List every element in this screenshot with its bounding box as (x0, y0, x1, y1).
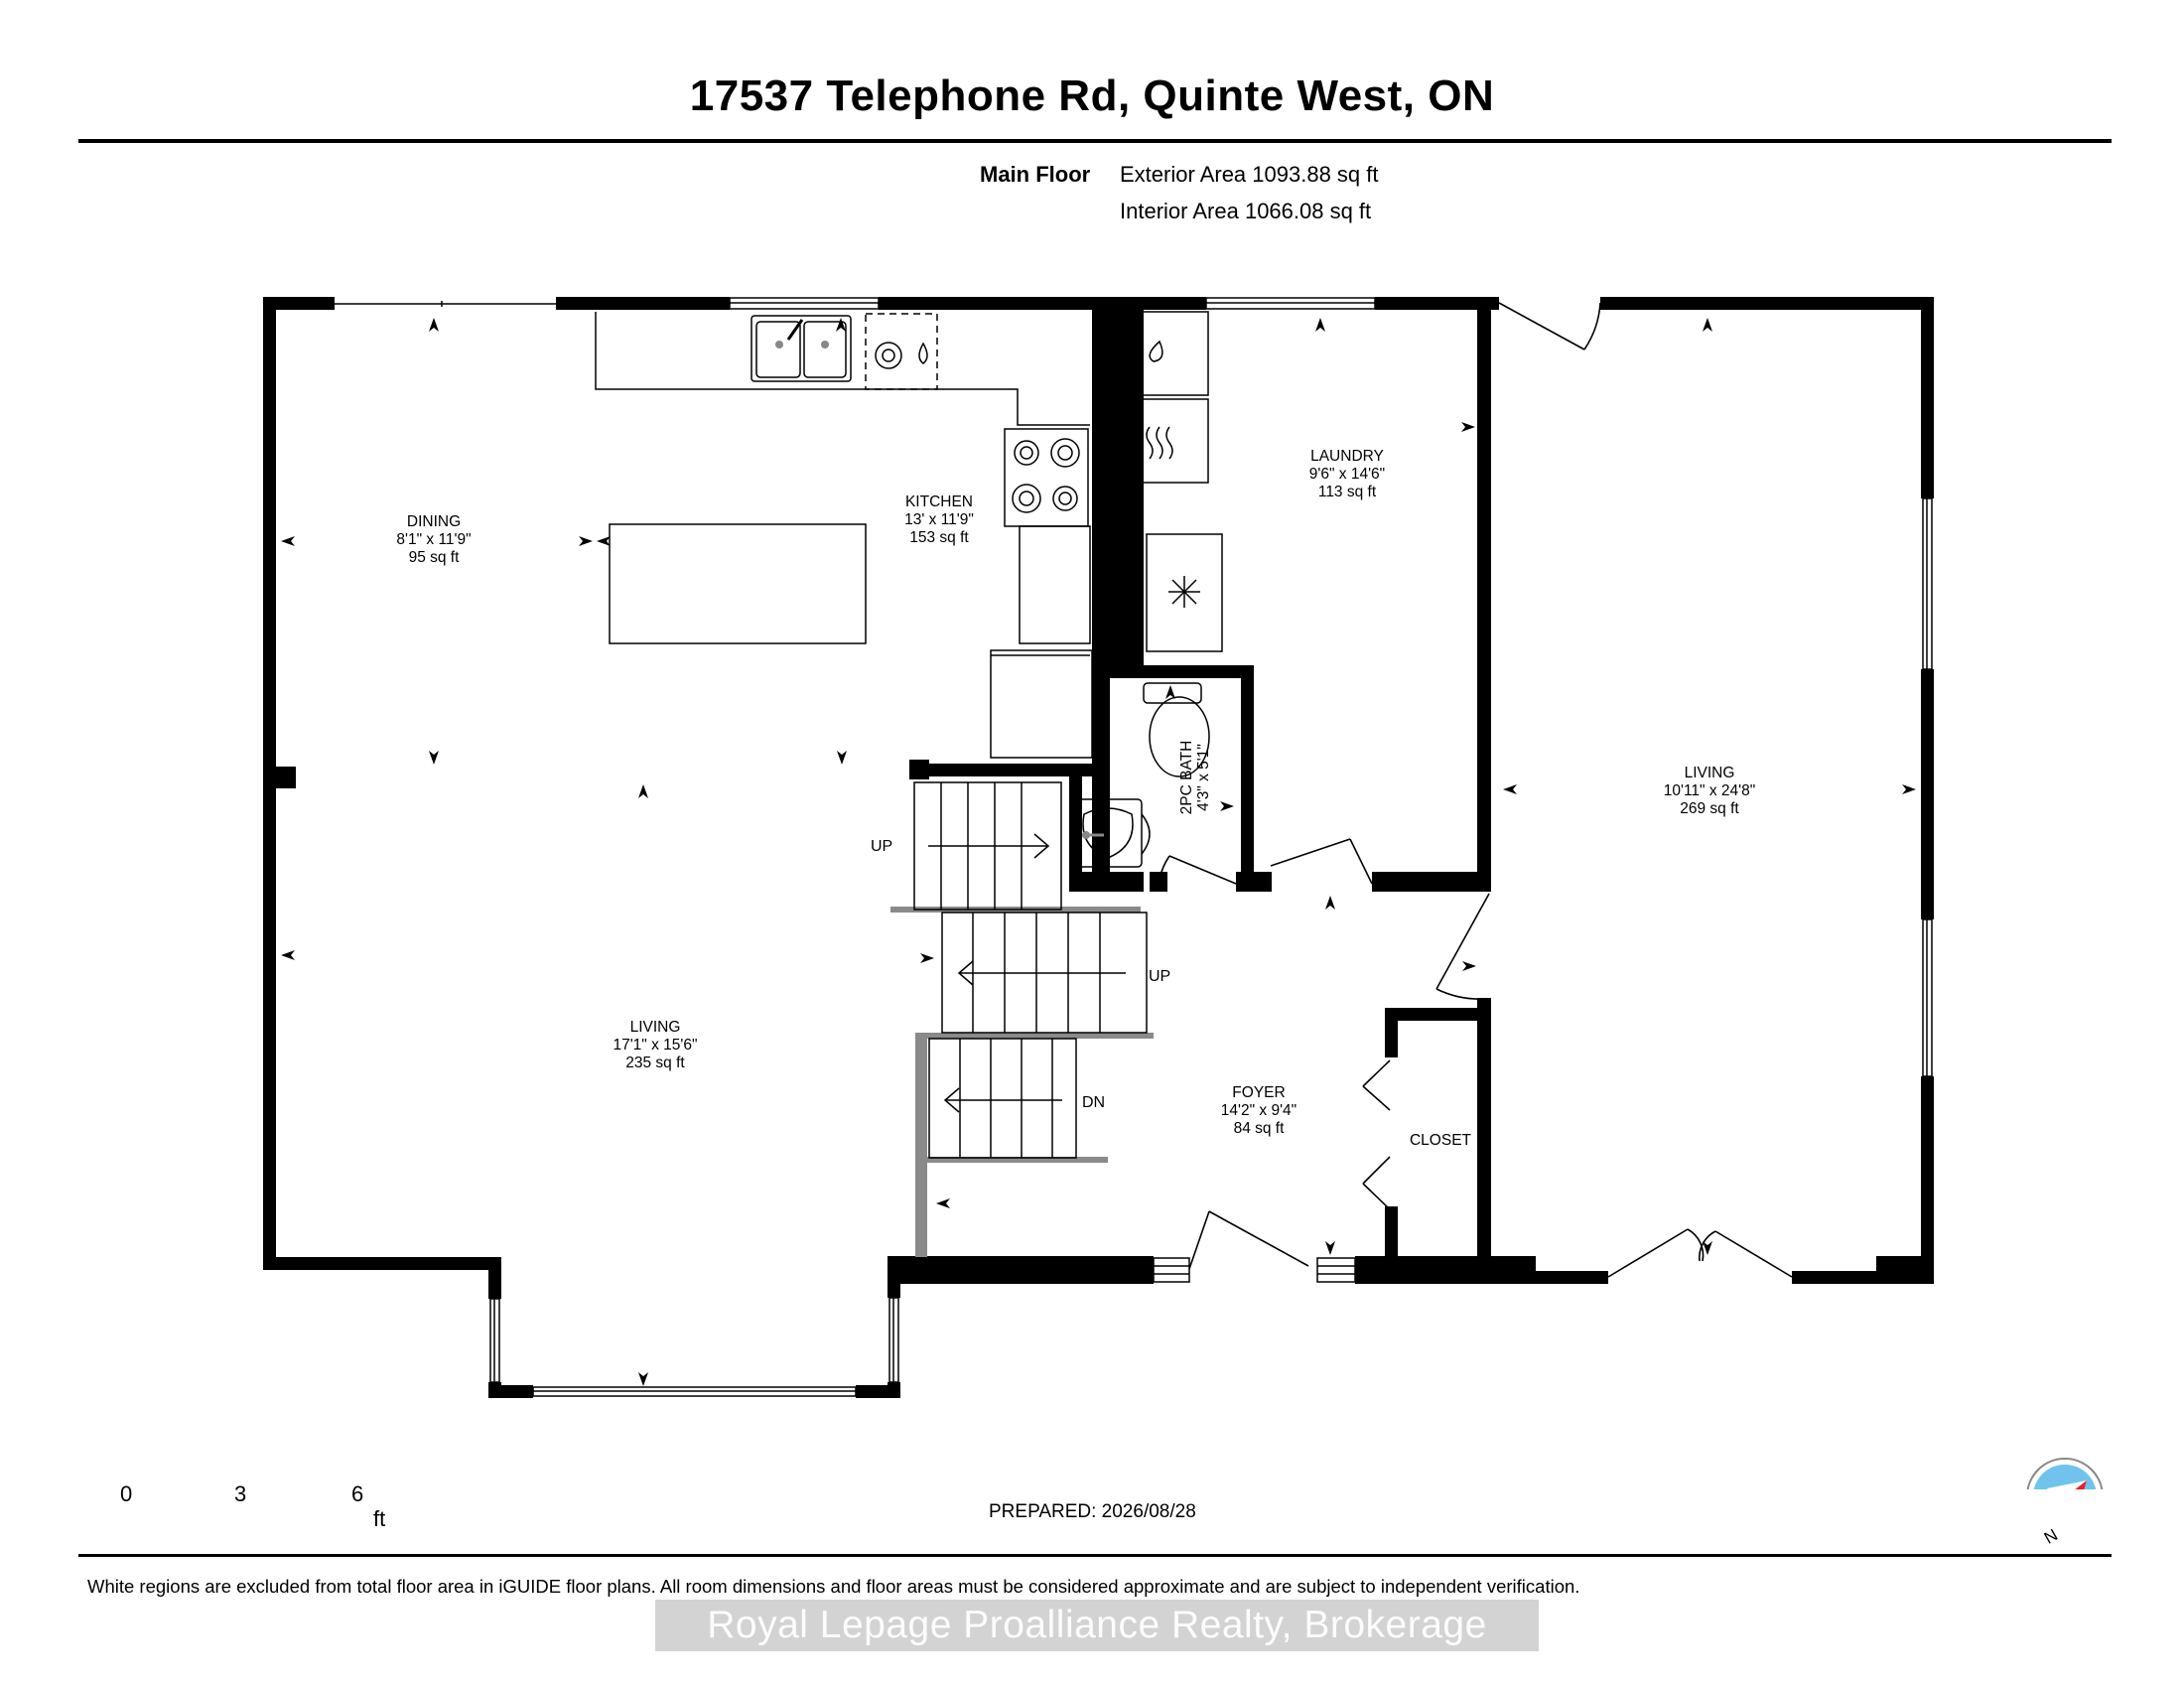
room-dims: 9'6" x 14'6" (1309, 466, 1385, 483)
kitchen-fixtures (595, 312, 1093, 759)
room-name: FOYER (1232, 1084, 1285, 1101)
stairs-up-label-2: UP (1149, 968, 1170, 985)
page-title: 17537 Telephone Rd, Quinte West, ON (689, 71, 1495, 120)
dimension-markers (281, 318, 1916, 1386)
prepared-date: PREPARED: 2026/08/28 (989, 1501, 1196, 1522)
room-living-left: LIVING 17'1" x 15'6" 235 sq ft (613, 1019, 697, 1071)
stairs-down-label: DN (1082, 1094, 1105, 1111)
windows (335, 297, 1933, 1397)
header-rule (78, 139, 2112, 143)
room-dims: 10'11" x 24'8" (1664, 782, 1755, 799)
exterior-area: Exterior Area 1093.88 sq ft (1120, 162, 1379, 187)
room-living-right: LIVING 10'11" x 24'8" 269 sq ft (1664, 765, 1755, 817)
room-name: CLOSET (1410, 1132, 1472, 1149)
stairs-upper (913, 781, 1062, 911)
room-name: LAUNDRY (1310, 448, 1384, 465)
room-area: 113 sq ft (1318, 484, 1377, 500)
laundry-fixtures (1113, 311, 1223, 652)
stairs-middle (941, 912, 1148, 1034)
disclaimer: White regions are excluded from total fl… (87, 1576, 1580, 1597)
room-name: LIVING (630, 1019, 681, 1036)
room-kitchen: KITCHEN 13' x 11'9" 153 sq ft (904, 493, 974, 546)
snowflake-icon (1168, 576, 1200, 608)
room-area: 95 sq ft (409, 549, 461, 566)
room-dims: 8'1" x 11'9" (396, 531, 471, 548)
room-laundry: LAUNDRY 9'6" x 14'6" 113 sq ft (1309, 448, 1385, 500)
stairs-lower (928, 1038, 1077, 1159)
room-name: 2PC BATH (1178, 741, 1195, 815)
interior-area: Interior Area 1066.08 sq ft (1120, 199, 1372, 223)
room-closet: CLOSET (1410, 1132, 1472, 1149)
footer-rule (78, 1554, 2112, 1557)
scale-label-6: 6 (351, 1481, 364, 1506)
room-dims: 4'3" x 5'1" (1195, 744, 1212, 811)
floor-plan: DINING 8'1" x 11'9" 95 sq ft KITCHEN 13'… (263, 297, 2104, 1489)
scale-unit: ft (373, 1506, 386, 1531)
room-dims: 17'1" x 15'6" (613, 1037, 697, 1054)
room-area: 153 sq ft (909, 529, 969, 546)
interior-walls (909, 297, 1491, 1284)
scale-label-0: 0 (120, 1481, 133, 1506)
room-name: LIVING (1685, 765, 1735, 781)
room-foyer: FOYER 14'2" x 9'4" 84 sq ft (1221, 1084, 1297, 1137)
room-area: 269 sq ft (1680, 800, 1739, 817)
room-area: 84 sq ft (1234, 1120, 1286, 1137)
floor-name: Main Floor (980, 162, 1091, 187)
bath-fixtures (1073, 682, 1210, 868)
room-area: 235 sq ft (625, 1055, 685, 1071)
watermark-text: Royal Lepage Proalliance Realty, Brokera… (707, 1604, 1487, 1646)
watermark: Royal Lepage Proalliance Realty, Brokera… (655, 1600, 1539, 1651)
room-name: DINING (407, 513, 461, 530)
stairs-up-label: UP (871, 838, 892, 855)
compass-icon (2026, 1458, 2104, 1489)
room-dining: DINING 8'1" x 11'9" 95 sq ft (396, 513, 471, 566)
room-bath: 2PC BATH 4'3" x 5'1" (1178, 741, 1212, 815)
room-dims: 14'2" x 9'4" (1221, 1102, 1297, 1119)
doors (1159, 302, 1793, 1278)
room-dims: 13' x 11'9" (904, 511, 974, 528)
floor-areas: Exterior Area 1093.88 sq ft Interior Are… (1120, 156, 1379, 229)
compass-north-label: N (2040, 1525, 2061, 1548)
scale-label-3: 3 (234, 1481, 247, 1506)
room-name: KITCHEN (905, 493, 973, 510)
